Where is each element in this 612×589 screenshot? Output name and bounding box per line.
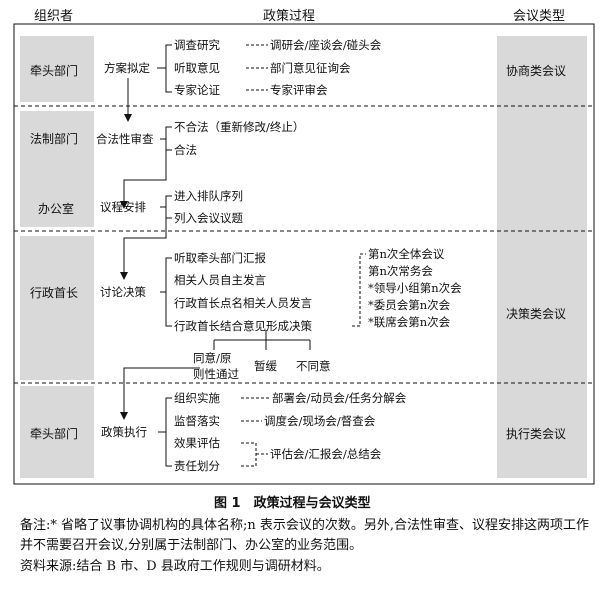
header-organizer: 组织者 <box>34 9 74 24</box>
decision-meeting: *联席会第n次会 <box>368 315 451 329</box>
figure-caption: 图 1 政策过程与会议类型 <box>214 496 371 511</box>
header-policy-process: 政策过程 <box>263 9 316 24</box>
decision-meeting: *领导小组第n次会 <box>368 281 462 295</box>
schedule-item: 列入会议议题 <box>174 211 243 225</box>
organizer-office: 办公室 <box>38 202 75 216</box>
execution-meeting: 评估会/汇报会/总结会 <box>270 447 382 461</box>
discussion-item: 行政首长结合意见形成决策 <box>174 319 312 333</box>
stage-drafting: 方案拟定 <box>104 61 150 75</box>
meeting-type-column-band <box>497 36 587 478</box>
decision-meeting: *委员会第n次会 <box>368 298 451 312</box>
discussion-item: 相关人员自主发言 <box>174 273 266 287</box>
outcome-agree-line1: 同意/原 <box>193 351 232 365</box>
outcome-postpone: 暂缓 <box>254 359 277 373</box>
schedule-item: 进入排队序列 <box>174 189 243 203</box>
execution-meeting: 部署会/动员会/任务分解会 <box>272 391 407 405</box>
arrow-schedule-to-decide <box>120 218 167 280</box>
organizer-column-band-middle <box>20 111 94 227</box>
execution-item: 监督落实 <box>174 414 220 428</box>
draft-meeting: 调研会/座谈会/碰头会 <box>270 38 382 52</box>
meeting-type-execution: 执行类会议 <box>506 427 567 441</box>
draft-item: 专家论证 <box>174 83 220 97</box>
header-meeting-type: 会议类型 <box>513 9 566 24</box>
organizer-legal-department: 法制部门 <box>30 132 79 146</box>
outcome-agree-line2: 则性通过 <box>193 367 239 381</box>
execution-item: 效果评估 <box>174 436 220 450</box>
organizer-column-band-top <box>20 36 94 102</box>
draft-item: 调查研究 <box>174 38 220 52</box>
organizer-lead-department: 牵头部门 <box>30 64 79 78</box>
legality-item-legal: 合法 <box>174 143 197 157</box>
arrow-legal-to-schedule <box>120 150 167 209</box>
organizer-executive-head: 行政首长 <box>30 286 79 300</box>
meeting-type-decision: 决策类会议 <box>506 307 567 321</box>
meeting-type-consultation: 协商类会议 <box>506 64 567 78</box>
frame-border <box>13 23 595 485</box>
stage-legality-review: 合法性审查 <box>96 132 154 146</box>
note-source: 资料来源:结合 B 市、D 县政府工作规则与调研材料。 <box>20 559 330 574</box>
draft-meeting: 部门意见征询会 <box>270 61 351 75</box>
legality-item-illegal: 不合法（重新修改/终止） <box>174 120 305 134</box>
draft-item: 听取意见 <box>174 61 220 75</box>
decision-meeting: 第n次全体会议 <box>368 247 445 261</box>
stage-execution: 政策执行 <box>101 425 147 439</box>
note-remark: 备注:* 省略了议事协调机构的具体名称;n 表示会议的次数。另外,合法性审查、议… <box>20 518 590 553</box>
execution-item: 责任划分 <box>174 459 220 473</box>
stage-scheduling: 议程安排 <box>100 200 146 214</box>
discussion-item: 听取牵头部门汇报 <box>174 251 266 265</box>
draft-meeting: 专家评审会 <box>270 83 328 97</box>
arrow-agree-to-execute <box>120 367 200 420</box>
execution-item: 组织实施 <box>174 391 220 405</box>
discussion-item: 行政首长点名相关人员发言 <box>174 296 312 310</box>
stage-discussion: 讨论决策 <box>100 285 146 299</box>
decision-meeting: 第n次常务会 <box>368 264 433 278</box>
execution-meeting: 调度会/现场会/督查会 <box>264 414 376 428</box>
organizer-column-band-lower <box>20 236 94 380</box>
organizer-column-band-bottom <box>20 386 94 478</box>
outcome-disagree: 不同意 <box>296 359 331 373</box>
organizer-lead-department-2: 牵头部门 <box>30 427 79 441</box>
